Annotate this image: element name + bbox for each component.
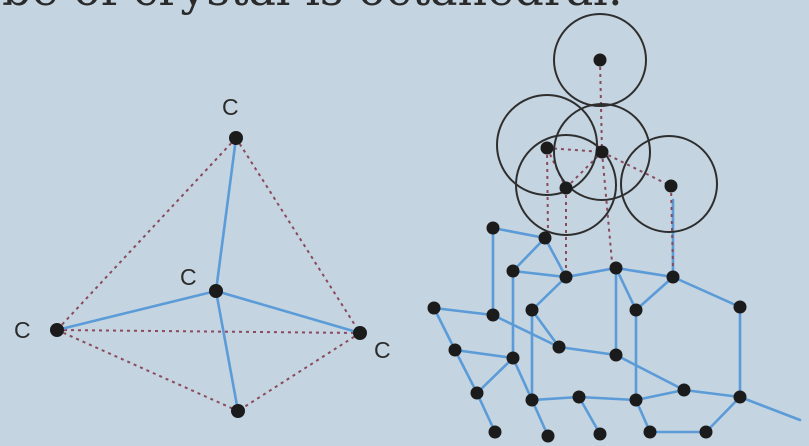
lattice-atom [525, 393, 539, 407]
lattice-atom [677, 383, 691, 397]
lattice-bond [530, 398, 550, 438]
atomic-shells [496, 13, 718, 236]
lattice-atom [572, 390, 586, 404]
label-carbon-right: C [374, 337, 391, 363]
carbon-atom-center [209, 284, 223, 298]
lattice-atom [629, 393, 643, 407]
lattice-atom [506, 351, 520, 365]
guide-line [670, 185, 674, 271]
atom-shell [553, 13, 647, 107]
lattice-bond [511, 356, 686, 402]
carbon-atom-right [353, 326, 367, 340]
caption-text: be of crystal is octahedral. [2, 0, 623, 12]
guide-line [546, 147, 603, 153]
lattice-atom [486, 308, 500, 322]
lattice-bond [530, 308, 561, 349]
lattice-bond [671, 275, 802, 422]
edge-right-bottom [237, 332, 361, 412]
lattice-atom [488, 425, 502, 439]
lattice-atom [525, 303, 539, 317]
carbon-atom-bottom [231, 404, 245, 418]
diamond-lattice [427, 13, 802, 443]
lattice-atom [470, 386, 484, 400]
lattice-atom [699, 425, 713, 439]
bond-center-top [214, 136, 238, 293]
lattice-atom [733, 390, 747, 404]
atom-shell [553, 103, 651, 201]
lattice-atom [643, 425, 657, 439]
lattice-atom [552, 340, 566, 354]
lattice-atom [427, 301, 441, 315]
lattice-atom [593, 53, 607, 67]
lattice-atom [559, 181, 573, 195]
lattice-atom [506, 264, 520, 278]
lattice-atom [540, 141, 554, 155]
label-carbon-top: C [222, 94, 239, 120]
lattice-atom [666, 270, 680, 284]
lattice-atom [609, 261, 623, 275]
lattice-bond [577, 395, 602, 436]
lattice-bond [530, 275, 568, 402]
label-carbon-left: C [14, 317, 31, 343]
edge-left-bottom [56, 329, 239, 412]
lattice-atom [629, 303, 643, 317]
lattice-atom [538, 231, 552, 245]
lattice-bond [491, 226, 547, 240]
lattice-atom [733, 300, 747, 314]
lattice-atom [664, 179, 678, 193]
lattice-atom [593, 427, 607, 441]
guide-line [565, 151, 603, 189]
lattice-bond [453, 236, 547, 360]
carbon-atom-top [229, 131, 243, 145]
carbon-atom-left [50, 323, 64, 337]
lattice-atoms [427, 53, 747, 443]
lattice-atom [609, 348, 623, 362]
lattice-bond [511, 198, 675, 279]
tetrahedron-dashed-edges [56, 137, 361, 412]
edge-top-right [235, 137, 361, 334]
bond-center-right [214, 289, 362, 335]
edge-left-right [56, 329, 361, 334]
bond-center-left [55, 289, 218, 332]
atom-shell [620, 135, 718, 233]
guide-line [601, 151, 613, 263]
carbon-tetrahedron: C C C C [14, 94, 391, 418]
tetrahedron-bonds [55, 136, 362, 413]
edge-top-left [56, 137, 237, 331]
lattice-atom [559, 270, 573, 284]
atom-shell [515, 134, 617, 236]
lattice-bond [614, 266, 638, 312]
lattice-atom [541, 429, 555, 443]
guide-line [601, 151, 672, 187]
guide-line [599, 59, 603, 153]
lattice-atom [448, 343, 462, 357]
label-carbon-center: C [180, 264, 197, 290]
lattice-bond [543, 236, 568, 279]
lattice-bond [634, 395, 742, 434]
lattice-bond [432, 226, 495, 317]
lattice-atom [486, 221, 500, 235]
bond-center-bottom [214, 289, 240, 413]
lattice-atom [595, 145, 609, 159]
guide-line [546, 147, 549, 233]
tetrahedron-atoms [50, 131, 367, 418]
